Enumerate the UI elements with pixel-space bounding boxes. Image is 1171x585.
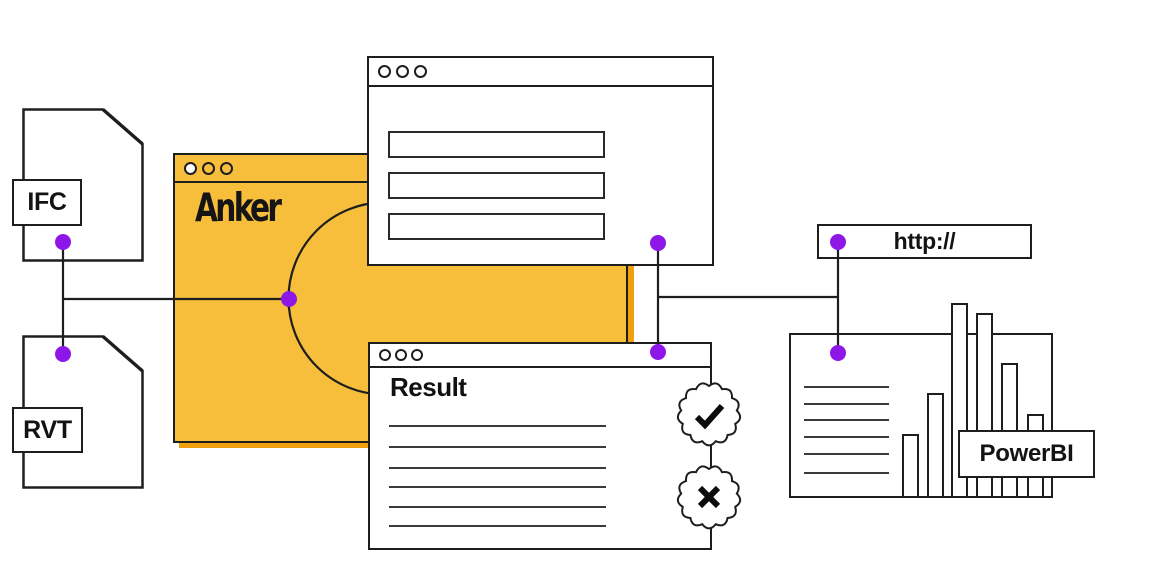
form-field-row [388,172,605,199]
form-field-row [388,213,605,240]
url-box: http:// [817,224,1032,259]
traffic-light-icon [378,65,391,78]
powerbi-label: PowerBI [958,430,1095,478]
text-placeholder-line [389,467,606,470]
traffic-light-icon [414,65,427,78]
form-field-row [388,131,605,158]
result-window-titlebar [370,344,710,368]
text-placeholder-line [389,425,606,428]
text-placeholder-line [804,403,889,406]
text-placeholder-line [389,486,606,489]
ifc-label-text: IFC [27,188,67,216]
text-placeholder-line [804,436,889,439]
rvt-label-text: RVT [23,415,72,444]
traffic-light-icon [395,349,407,361]
traffic-light-icon [220,161,233,175]
traffic-light-icon [411,349,423,361]
traffic-light-icon [379,349,391,361]
cross-icon [697,485,721,509]
ifc-label: IFC [12,179,82,226]
anker-logo: Anker [195,186,282,231]
text-placeholder-line [804,419,889,422]
text-placeholder-line [804,453,889,456]
traffic-light-icon [184,161,197,175]
powerbi-label-text: PowerBI [979,440,1074,467]
chart-bar [927,393,944,498]
success-badge [676,382,742,447]
failure-badge [676,465,742,530]
check-icon [694,403,725,430]
text-placeholder-line [389,506,606,509]
result-window: Result [368,342,712,550]
url-text: http:// [893,228,956,254]
text-placeholder-line [804,472,889,475]
text-placeholder-line [389,525,606,528]
result-title: Result [390,372,467,402]
rvt-label: RVT [12,407,83,453]
traffic-light-icon [396,65,409,78]
form-window-titlebar [369,58,712,87]
chart-bar [902,434,919,498]
text-placeholder-line [389,446,606,449]
text-placeholder-line [804,386,889,389]
traffic-light-icon [202,161,215,175]
form-browser-window [367,56,714,266]
